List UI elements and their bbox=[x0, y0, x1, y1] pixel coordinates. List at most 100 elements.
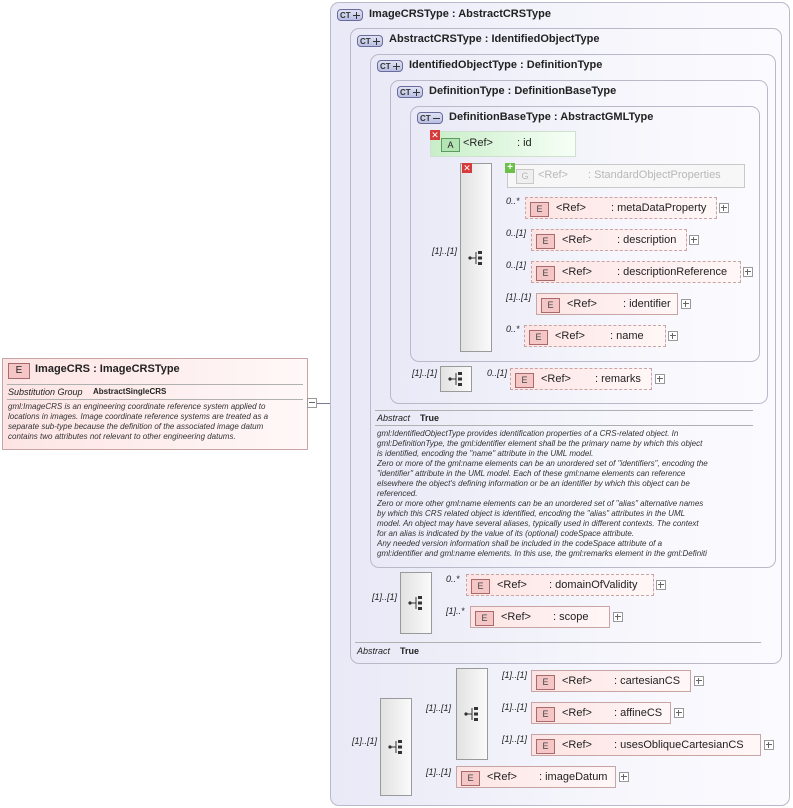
element-ref: <Ref> bbox=[487, 771, 517, 783]
divider bbox=[355, 642, 761, 643]
sequence-compositor[interactable] bbox=[380, 698, 412, 796]
element-description[interactable]: E <Ref> : description bbox=[531, 229, 687, 251]
complex-type-title: DefinitionType : DefinitionBaseType bbox=[429, 85, 617, 97]
element-name: : identifier bbox=[623, 298, 671, 310]
sequence-compositor[interactable] bbox=[400, 572, 432, 634]
element-name: : scope bbox=[553, 611, 589, 623]
complex-type-badge: CT bbox=[417, 112, 443, 124]
expand-toggle[interactable] bbox=[668, 331, 678, 341]
element-badge: E bbox=[530, 202, 549, 217]
abstract-label: Abstract bbox=[377, 413, 411, 423]
abstract-value: True bbox=[420, 413, 440, 423]
add-green-icon: + bbox=[505, 163, 515, 173]
identifiedobject-documentation: gml:IdentifiedObjectType provides identi… bbox=[377, 429, 708, 558]
element-ref: <Ref> bbox=[556, 202, 586, 214]
element-domainofvalidity[interactable]: E <Ref> : domainOfValidity bbox=[466, 574, 654, 596]
element-badge: E bbox=[541, 298, 560, 313]
element-descriptionreference[interactable]: E <Ref> : descriptionReference bbox=[531, 261, 741, 283]
element-metadataproperty[interactable]: E <Ref> : metaDataProperty bbox=[525, 197, 717, 219]
cardinality-label: 0..* bbox=[506, 324, 520, 334]
element-usesobliquecartesiancs[interactable]: E <Ref> : usesObliqueCartesianCS bbox=[531, 734, 761, 756]
prohibited-mark-icon: ✕ bbox=[430, 130, 440, 140]
element-badge: E bbox=[515, 373, 534, 388]
complex-type-title: AbstractCRSType : IdentifiedObjectType bbox=[389, 33, 600, 45]
element-ref: <Ref> bbox=[562, 707, 592, 719]
element-affinecs[interactable]: E <Ref> : affineCS bbox=[531, 702, 671, 724]
element-imagedatum[interactable]: E <Ref> : imageDatum bbox=[456, 766, 616, 788]
cardinality-label: [1]..* bbox=[446, 606, 465, 616]
element-remarks[interactable]: E <Ref> : remarks bbox=[510, 368, 652, 390]
expand-toggle[interactable] bbox=[764, 740, 774, 750]
cardinality-label: 0..[1] bbox=[506, 260, 527, 270]
prohibited-mark-icon: ✕ bbox=[462, 163, 472, 173]
complex-type-badge: CT bbox=[337, 9, 363, 21]
sequence-icon bbox=[388, 740, 402, 754]
cardinality-label: [1]..[1] bbox=[352, 736, 378, 746]
divider bbox=[375, 410, 753, 411]
expand-toggle[interactable] bbox=[694, 676, 704, 686]
expand-toggle[interactable] bbox=[619, 772, 629, 782]
sequence-icon bbox=[408, 596, 422, 610]
abstract-label: Abstract bbox=[357, 646, 391, 656]
divider bbox=[375, 425, 753, 426]
element-identifier[interactable]: E <Ref> : identifier bbox=[536, 293, 678, 315]
attribute-name: : id bbox=[517, 137, 532, 149]
element-name: : name bbox=[610, 330, 644, 342]
element-cartesiancs[interactable]: E <Ref> : cartesianCS bbox=[531, 670, 691, 692]
root-element-imagecrs[interactable]: E ImageCRS : ImageCRSType Substitution G… bbox=[2, 358, 308, 450]
element-name: : remarks bbox=[595, 373, 641, 385]
cardinality-label: [1]..[1] bbox=[502, 734, 528, 744]
cardinality-label: 0..[1] bbox=[506, 228, 527, 238]
group-standardobjectproperties[interactable]: G <Ref> : StandardObjectProperties bbox=[507, 164, 745, 188]
collapse-toggle[interactable] bbox=[307, 398, 317, 408]
element-scope[interactable]: E <Ref> : scope bbox=[470, 606, 610, 628]
group-name: : StandardObjectProperties bbox=[588, 169, 721, 181]
cardinality-label: [1]..[1] bbox=[412, 368, 438, 378]
choice-icon bbox=[464, 707, 478, 721]
expand-toggle[interactable] bbox=[674, 708, 684, 718]
element-badge: E bbox=[529, 330, 548, 345]
attribute-badge: A bbox=[441, 138, 460, 152]
element-ref: <Ref> bbox=[567, 298, 597, 310]
complex-type-title: DefinitionBaseType : AbstractGMLType bbox=[449, 111, 654, 123]
element-name: : cartesianCS bbox=[614, 675, 681, 687]
element-badge: E bbox=[471, 579, 490, 594]
element-name-field[interactable]: E <Ref> : name bbox=[524, 325, 666, 347]
expand-toggle[interactable] bbox=[681, 299, 691, 309]
expand-toggle[interactable] bbox=[743, 267, 753, 277]
sequence-icon bbox=[468, 250, 482, 265]
complex-type-title: ImageCRSType : AbstractCRSType bbox=[369, 8, 551, 20]
cardinality-label: 0..[1] bbox=[487, 368, 508, 378]
element-ref: <Ref> bbox=[562, 739, 592, 751]
element-badge: E bbox=[461, 771, 480, 786]
attribute-id[interactable]: A <Ref> : id bbox=[430, 131, 576, 157]
expand-toggle[interactable] bbox=[719, 203, 729, 213]
cardinality-label: [1]..[1] bbox=[372, 592, 398, 602]
cardinality-label: [1]..[1] bbox=[426, 767, 452, 777]
cardinality-label: 0..* bbox=[506, 196, 520, 206]
expand-toggle[interactable] bbox=[656, 580, 666, 590]
element-badge: E bbox=[536, 739, 555, 754]
expand-toggle[interactable] bbox=[689, 235, 699, 245]
sequence-compositor[interactable] bbox=[460, 163, 492, 352]
complex-type-badge: CT bbox=[357, 35, 383, 47]
sequence-compositor[interactable] bbox=[440, 366, 472, 392]
expand-toggle[interactable] bbox=[613, 612, 623, 622]
divider bbox=[7, 384, 303, 385]
divider bbox=[7, 399, 303, 400]
cardinality-label: [1]..[1] bbox=[502, 670, 528, 680]
element-ref: <Ref> bbox=[562, 266, 592, 278]
root-element-title: ImageCRS : ImageCRSType bbox=[35, 363, 180, 375]
element-badge: E bbox=[536, 234, 555, 249]
element-name: : description bbox=[617, 234, 677, 246]
cardinality-label: 0..* bbox=[446, 574, 460, 584]
element-badge: E bbox=[475, 611, 494, 626]
cardinality-label: [1]..[1] bbox=[502, 702, 528, 712]
choice-compositor[interactable] bbox=[456, 668, 488, 760]
substitution-group-value: AbstractSingleCRS bbox=[93, 387, 167, 396]
expand-toggle[interactable] bbox=[655, 374, 665, 384]
element-name: : usesObliqueCartesianCS bbox=[614, 739, 744, 751]
substitution-group-label: Substitution Group bbox=[8, 387, 83, 397]
connector-line bbox=[316, 403, 342, 404]
cardinality-label: [1]..[1] bbox=[432, 246, 458, 256]
